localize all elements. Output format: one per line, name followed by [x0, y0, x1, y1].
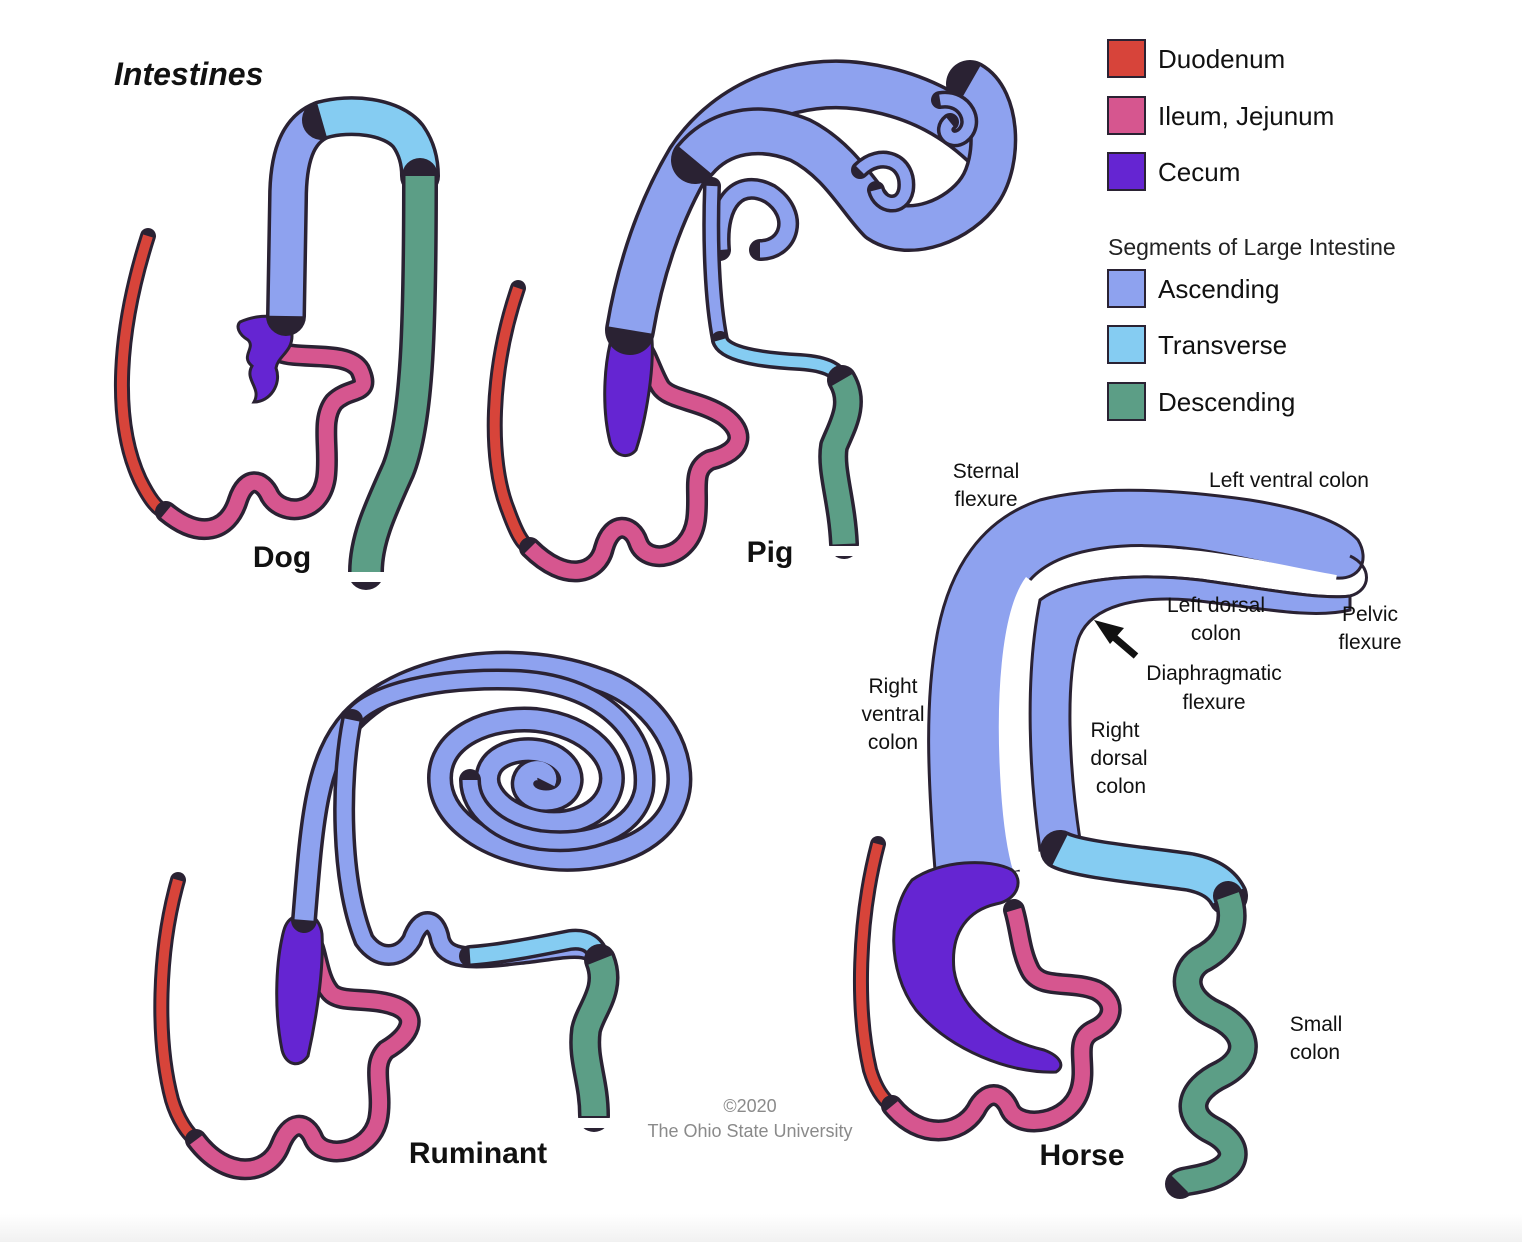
small-colon-line1: Small: [1290, 1013, 1343, 1036]
legend-swatch-descending: [1107, 382, 1146, 421]
pelvic-flexure-line2: flexure: [1338, 631, 1401, 654]
right-dorsal-colon-line3: colon: [1096, 775, 1146, 798]
legend-label-ascending: Ascending: [1158, 274, 1279, 304]
bottom-strip: [0, 1214, 1522, 1242]
legend-swatch-transverse: [1107, 325, 1146, 364]
dog-ascending: [266, 100, 342, 336]
copyright-year: ©2020: [723, 1096, 776, 1116]
pig-ileum-jejunum: [519, 335, 750, 583]
legend-swatch-cecum: [1107, 152, 1146, 191]
diaphragmatic-flexure-line2: flexure: [1182, 691, 1245, 714]
ruminant-ileum-jejunum: [185, 937, 421, 1181]
legend-label-cecum: Cecum: [1158, 157, 1240, 187]
horse-cecum: [892, 861, 1063, 1074]
pelvic-flexure-line1: Pelvic: [1342, 603, 1398, 626]
dog-tube-cut: [330, 572, 410, 582]
right-ventral-colon-line2: ventral: [861, 703, 924, 726]
legend-segments-heading: Segments of Large Intestine: [1108, 234, 1396, 260]
pig-descending: [818, 365, 863, 559]
ruminant-intestine: Ruminant: [153, 650, 693, 1181]
ruminant-cecum: [275, 912, 324, 1066]
horse-transverse: [1040, 830, 1248, 916]
dog-ileum-jejunum: [155, 341, 375, 540]
right-ventral-colon-line1: Right: [868, 675, 917, 698]
dog-label: Dog: [253, 541, 311, 574]
right-dorsal-colon-line2: dorsal: [1090, 747, 1147, 770]
legend-swatch-duodenum: [1107, 39, 1146, 78]
pig-ascending-outer: [605, 59, 1018, 355]
diaphragmatic-flexure-line1: Diaphragmatic: [1146, 662, 1281, 685]
left-dorsal-colon-line1: Left dorsal: [1167, 594, 1265, 617]
pig-intestine: Pig: [486, 59, 1018, 583]
horse-duodenum: [852, 836, 900, 1114]
pig-transverse: [711, 331, 851, 389]
copyright: ©2020 The Ohio State University: [647, 1096, 852, 1141]
pig-duodenum: [486, 280, 538, 556]
diagram-title: Intestines: [114, 56, 263, 92]
ruminant-tube-cut: [570, 1118, 620, 1128]
diaphragmatic-arrow: [1094, 620, 1139, 659]
ruminant-descending: [569, 944, 620, 1132]
sternal-flexure-line2: flexure: [954, 488, 1017, 511]
dog-duodenum: [113, 228, 174, 520]
right-ventral-colon-line3: colon: [868, 731, 918, 754]
ruminant-ascending-spiral: [291, 650, 693, 971]
horse-ileum-jejunum: [881, 899, 1122, 1142]
legend-label-ileum: Ileum, Jejunum: [1158, 101, 1334, 131]
legend-label-transverse: Transverse: [1158, 330, 1287, 360]
dog-cecum: [236, 314, 294, 404]
ruminant-label: Ruminant: [409, 1137, 547, 1170]
small-colon-line2: colon: [1290, 1041, 1340, 1064]
legend-label-descending: Descending: [1158, 387, 1295, 417]
horse-label: Horse: [1039, 1139, 1124, 1172]
pig-label: Pig: [747, 536, 794, 569]
dog-descending: [348, 158, 438, 590]
legend: Duodenum Ileum, Jejunum Cecum Segments o…: [1107, 39, 1396, 421]
horse-small-colon: [1165, 881, 1258, 1199]
legend-swatch-ascending: [1107, 269, 1146, 308]
ruminant-duodenum: [153, 872, 204, 1148]
legend-swatch-ileum: [1107, 96, 1146, 135]
pig-tube-cut: [820, 546, 870, 556]
horse-intestine: Sternal flexure Left ventral colon Left …: [852, 460, 1402, 1199]
dog-intestine: Dog: [113, 96, 440, 590]
right-dorsal-colon-line1: Right: [1090, 719, 1139, 742]
horse-ascending-colon: [927, 488, 1368, 872]
horse-annotations: Sternal flexure Left ventral colon Left …: [861, 460, 1401, 1064]
copyright-institution: The Ohio State University: [647, 1121, 852, 1141]
left-dorsal-colon-line2: colon: [1191, 622, 1241, 645]
sternal-flexure-line1: Sternal: [953, 460, 1020, 483]
left-ventral-colon-label: Left ventral colon: [1209, 469, 1369, 492]
legend-label-duodenum: Duodenum: [1158, 44, 1285, 74]
